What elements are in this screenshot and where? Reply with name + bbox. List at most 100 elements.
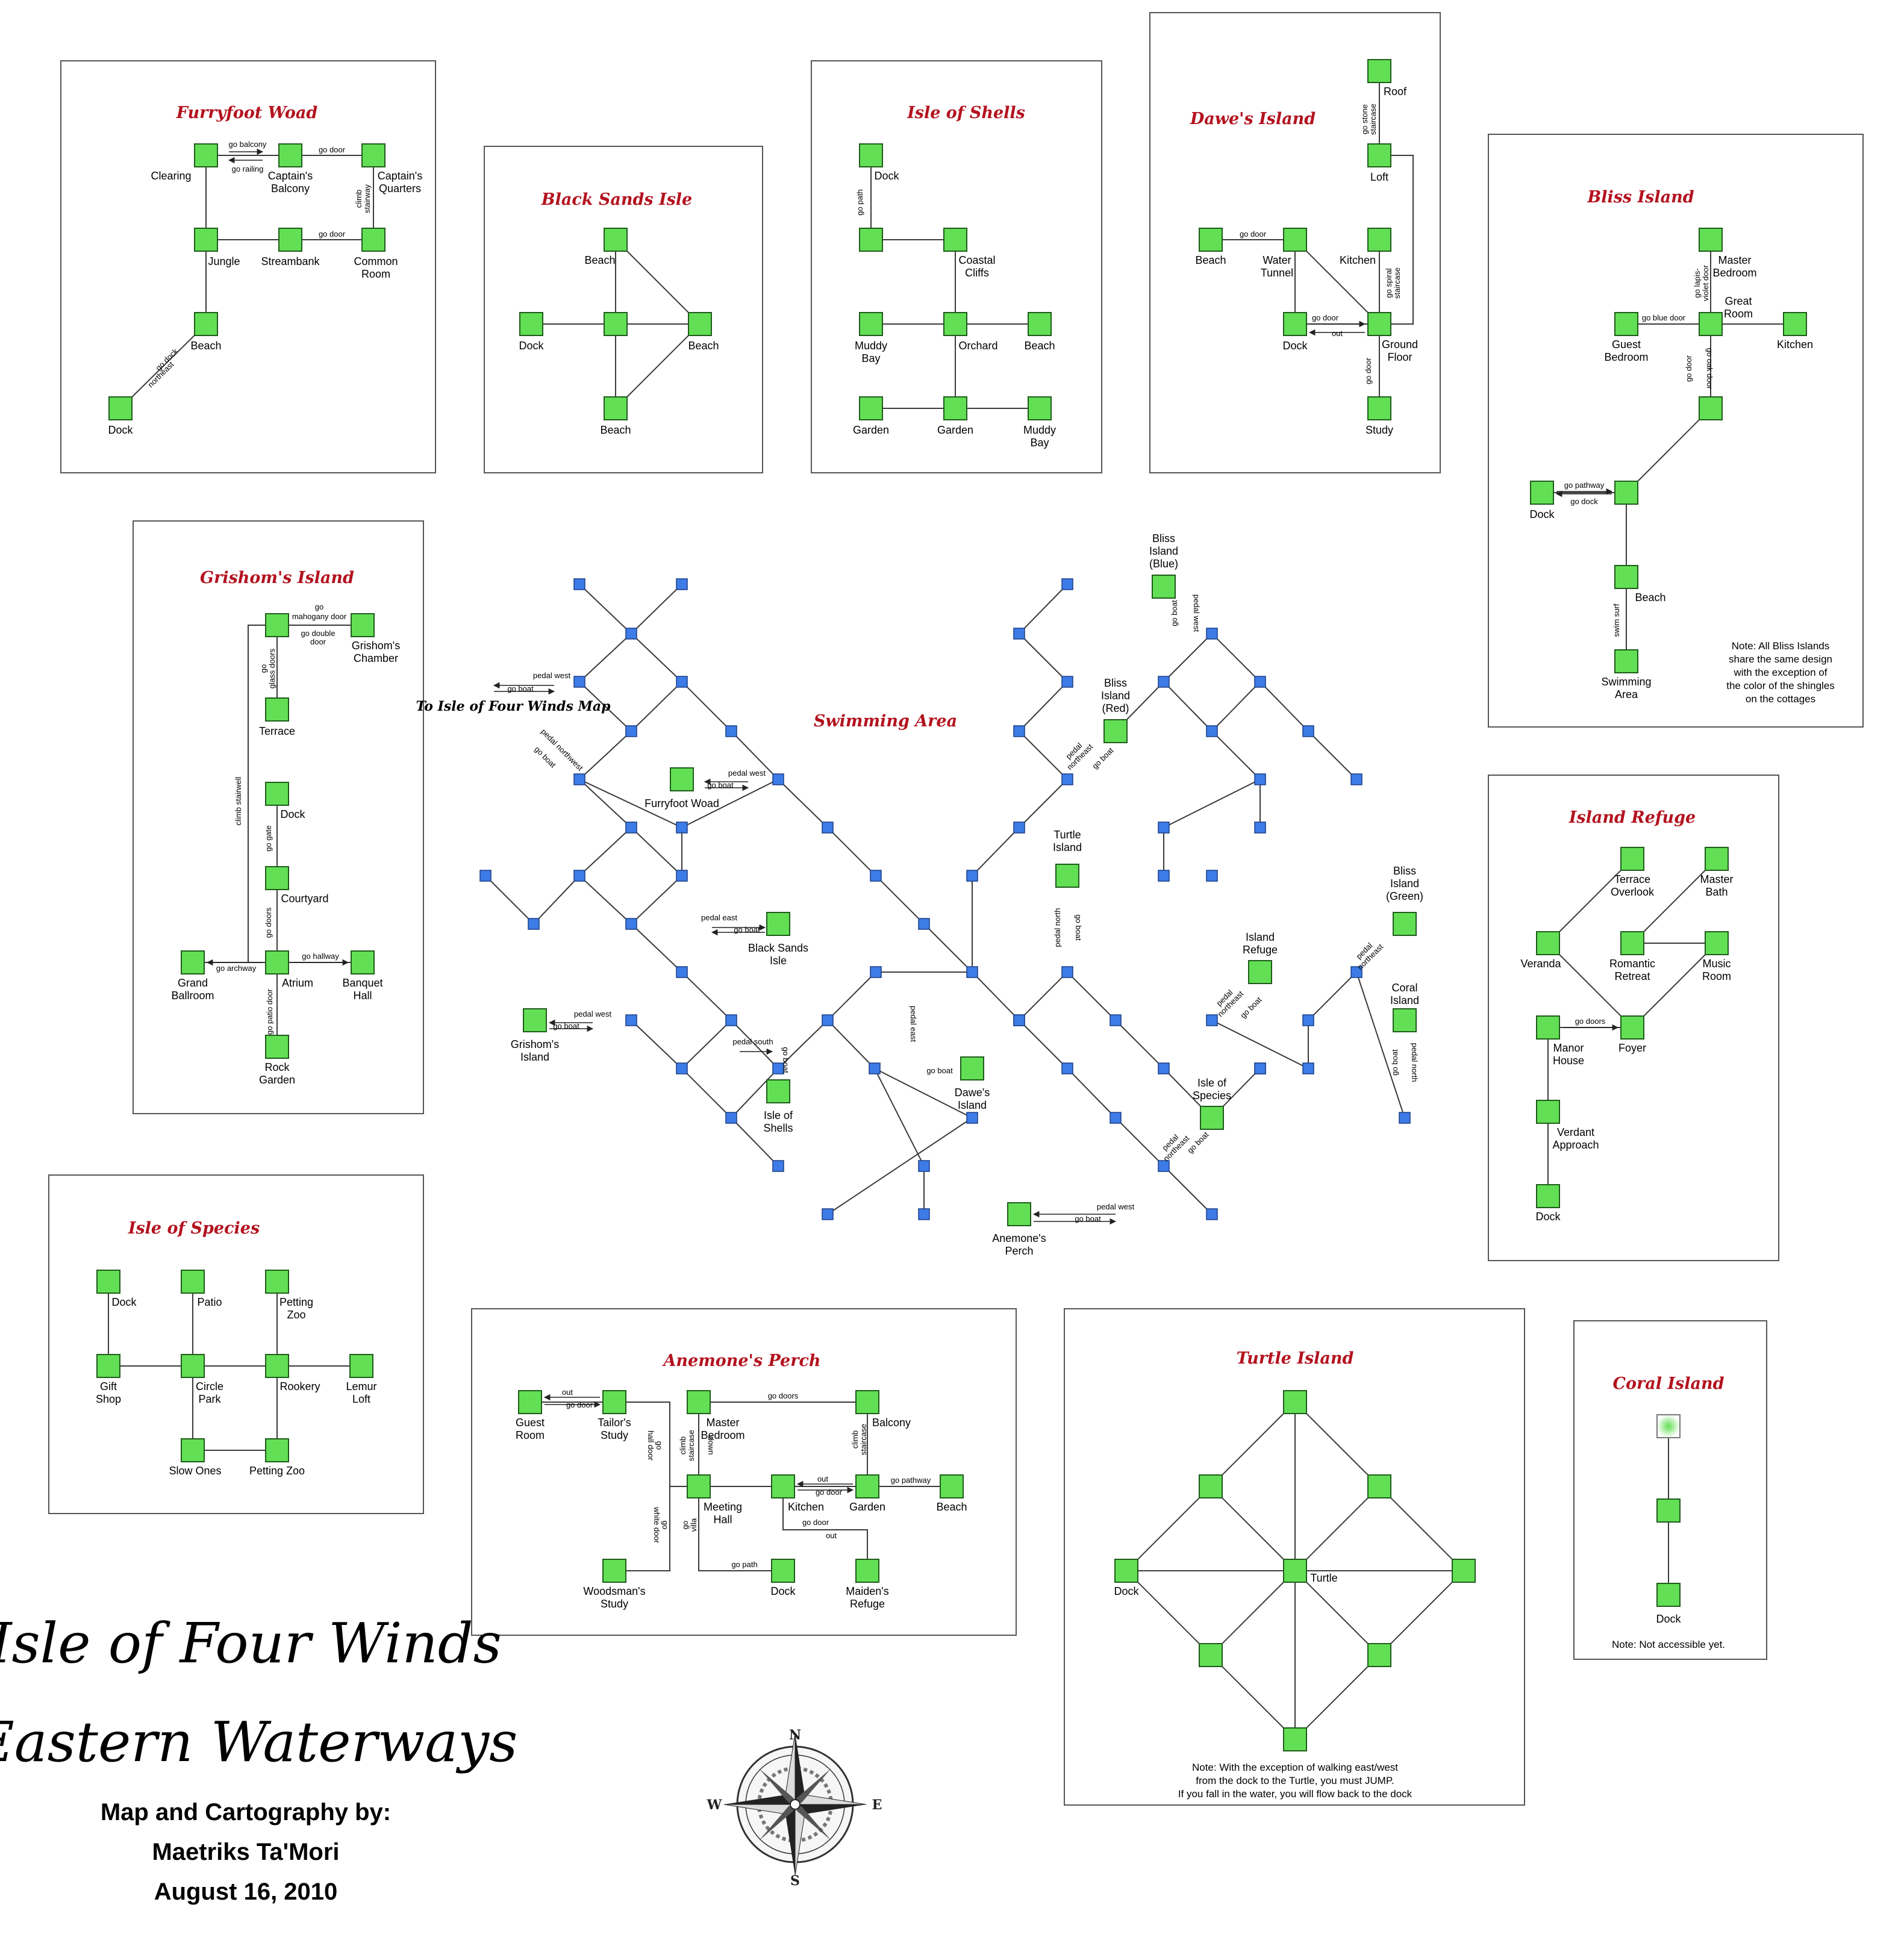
room-dest-5[interactable] xyxy=(1248,960,1272,984)
room-anemone-7[interactable] xyxy=(940,1474,964,1498)
waypoint-a9[interactable] xyxy=(772,773,784,785)
waypoint-a19[interactable] xyxy=(918,918,930,930)
waypoint-d5[interactable] xyxy=(1158,1062,1170,1074)
to-main-map-label[interactable]: To Isle of Four Winds Map xyxy=(416,699,611,714)
room-bliss-4[interactable] xyxy=(1699,396,1723,420)
waypoint-a17[interactable] xyxy=(528,918,540,930)
room-shells-1[interactable] xyxy=(859,228,883,252)
waypoint-a12[interactable] xyxy=(822,822,834,834)
room-turtle-5[interactable] xyxy=(1452,1559,1476,1583)
room-species-2[interactable] xyxy=(265,1270,289,1294)
room-species-8[interactable] xyxy=(265,1438,289,1462)
room-species-4[interactable] xyxy=(181,1354,205,1378)
waypoint-a10[interactable] xyxy=(625,822,637,834)
room-furryfoot-3[interactable] xyxy=(194,228,218,252)
waypoint-a24[interactable] xyxy=(725,1014,737,1026)
waypoint-a13[interactable] xyxy=(479,870,492,882)
waypoint-b3[interactable] xyxy=(1061,676,1073,688)
room-dest-3[interactable] xyxy=(1055,864,1079,888)
room-grishom-1[interactable] xyxy=(351,613,375,637)
waypoint-c5[interactable] xyxy=(1302,725,1314,737)
room-blacksands-3[interactable] xyxy=(688,312,712,336)
waypoint-b1[interactable] xyxy=(1061,578,1073,590)
waypoint-a2[interactable] xyxy=(676,578,688,590)
room-grishom-7[interactable] xyxy=(351,950,375,974)
waypoint-d1[interactable] xyxy=(1061,966,1073,978)
room-turtle-1[interactable] xyxy=(1199,1474,1223,1498)
waypoint-c9[interactable] xyxy=(1158,822,1170,834)
room-dest-8[interactable] xyxy=(523,1008,547,1032)
room-shells-0[interactable] xyxy=(859,143,883,167)
room-anemone-0[interactable] xyxy=(518,1390,542,1414)
room-bliss-3[interactable] xyxy=(1783,312,1807,336)
room-turtle-8[interactable] xyxy=(1283,1727,1307,1751)
room-anemone-3[interactable] xyxy=(855,1390,879,1414)
room-anemone-8[interactable] xyxy=(602,1559,626,1583)
waypoint-e6[interactable] xyxy=(1399,1112,1411,1124)
room-refuge-7[interactable] xyxy=(1536,1100,1560,1124)
waypoint-a3[interactable] xyxy=(625,628,637,640)
room-dest-4[interactable] xyxy=(1393,912,1417,936)
room-dest-0[interactable] xyxy=(1152,575,1176,599)
waypoint-d10[interactable] xyxy=(1206,1208,1218,1220)
room-grishom-0[interactable] xyxy=(265,613,289,637)
room-refuge-0[interactable] xyxy=(1620,847,1644,871)
room-refuge-3[interactable] xyxy=(1620,931,1644,955)
waypoint-a6[interactable] xyxy=(625,725,637,737)
waypoint-d8[interactable] xyxy=(1158,1160,1170,1172)
waypoint-a14[interactable] xyxy=(573,870,585,882)
room-species-6[interactable] xyxy=(349,1354,373,1378)
waypoint-a7[interactable] xyxy=(725,725,737,737)
waypoint-a11[interactable] xyxy=(676,822,688,834)
room-refuge-8[interactable] xyxy=(1536,1184,1560,1208)
waypoint-d4[interactable] xyxy=(1061,1062,1073,1074)
room-refuge-6[interactable] xyxy=(1620,1015,1644,1040)
room-furryfoot-7[interactable] xyxy=(108,396,133,420)
waypoint-a35[interactable] xyxy=(918,1208,930,1220)
waypoint-c10[interactable] xyxy=(1254,822,1266,834)
waypoint-c2[interactable] xyxy=(1158,676,1170,688)
room-grishom-5[interactable] xyxy=(181,950,205,974)
waypoint-a8[interactable] xyxy=(573,773,585,785)
room-anemone-4[interactable] xyxy=(687,1474,711,1498)
waypoint-a34[interactable] xyxy=(822,1208,834,1220)
waypoint-c12[interactable] xyxy=(1158,870,1170,882)
room-turtle-4[interactable] xyxy=(1283,1559,1307,1583)
waypoint-c4[interactable] xyxy=(1206,725,1218,737)
waypoint-c11[interactable] xyxy=(1206,870,1218,882)
waypoint-a22[interactable] xyxy=(966,966,978,978)
waypoint-a33[interactable] xyxy=(918,1160,930,1172)
room-grishom-6[interactable] xyxy=(265,950,289,974)
room-species-0[interactable] xyxy=(96,1270,120,1294)
room-bliss-6[interactable] xyxy=(1530,481,1554,505)
waypoint-d6[interactable] xyxy=(1110,1112,1122,1124)
room-dawes-0[interactable] xyxy=(1367,59,1391,83)
room-shells-8[interactable] xyxy=(1028,396,1052,420)
room-refuge-4[interactable] xyxy=(1705,931,1729,955)
waypoint-b5[interactable] xyxy=(1061,773,1073,785)
room-species-5[interactable] xyxy=(265,1354,289,1378)
waypoint-a15[interactable] xyxy=(676,870,688,882)
room-shells-2[interactable] xyxy=(943,228,967,252)
room-turtle-3[interactable] xyxy=(1114,1559,1138,1583)
waypoint-e5[interactable] xyxy=(1302,1062,1314,1074)
room-bliss-0[interactable] xyxy=(1699,228,1723,252)
room-dest-7[interactable] xyxy=(766,912,790,936)
room-furryfoot-4[interactable] xyxy=(278,228,302,252)
room-refuge-5[interactable] xyxy=(1536,1015,1560,1040)
waypoint-a5[interactable] xyxy=(676,676,688,688)
room-grishom-4[interactable] xyxy=(265,866,289,890)
waypoint-a29[interactable] xyxy=(869,1062,881,1074)
room-anemone-2[interactable] xyxy=(687,1390,711,1414)
room-dawes-7[interactable] xyxy=(1367,396,1391,420)
room-dawes-6[interactable] xyxy=(1367,312,1391,336)
room-furryfoot-5[interactable] xyxy=(361,228,385,252)
room-grishom-8[interactable] xyxy=(265,1035,289,1059)
room-species-3[interactable] xyxy=(96,1354,120,1378)
waypoint-d2[interactable] xyxy=(1013,1014,1025,1026)
waypoint-b2[interactable] xyxy=(1013,628,1025,640)
room-refuge-2[interactable] xyxy=(1536,931,1560,955)
room-grishom-3[interactable] xyxy=(265,782,289,806)
waypoint-b6[interactable] xyxy=(1013,822,1025,834)
room-shells-6[interactable] xyxy=(859,396,883,420)
